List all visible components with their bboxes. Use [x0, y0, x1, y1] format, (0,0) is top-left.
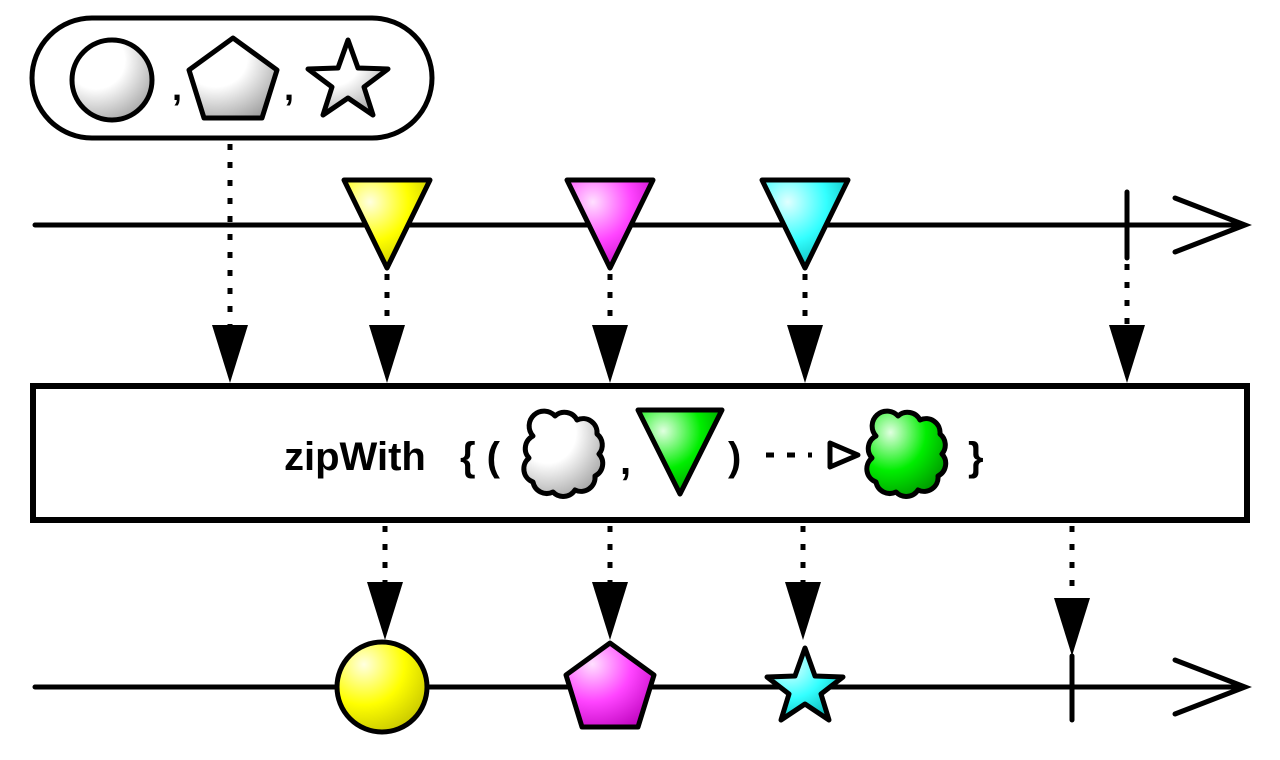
cloud-green-icon [867, 411, 946, 496]
input-arrows [212, 144, 1145, 383]
pentagon-shape-icon [186, 35, 280, 121]
result-item-yellow-circle [334, 639, 430, 735]
circle-shape-icon [69, 37, 155, 123]
source-item-pink-triangle [564, 177, 656, 271]
arrowhead-icon [1172, 195, 1252, 255]
output-arrows [367, 526, 1090, 656]
operator-comma: , [620, 439, 631, 483]
open-arrowhead-icon [827, 440, 861, 470]
source-item-cyan-triangle [759, 177, 851, 271]
separator-comma: , [172, 67, 182, 108]
green-triangle-icon [635, 407, 725, 497]
operator-name: zipWith [284, 435, 426, 479]
source-item-yellow-triangle [341, 177, 433, 271]
operator-close-brace: } [968, 435, 984, 479]
result-item-cyan-star [764, 645, 846, 723]
cloud-white-icon [524, 411, 603, 496]
star-shape-icon [305, 37, 391, 118]
separator-comma: , [284, 67, 294, 108]
iterable-pill: , , [29, 15, 435, 141]
operator-close-paren: ) [728, 435, 741, 479]
result-item-pink-pentagon [563, 640, 657, 730]
operator-box: zipWith { ( , ) } [30, 383, 1250, 523]
operator-open: { ( [460, 435, 501, 479]
source-timeline [32, 177, 1252, 271]
arrowhead-icon [1172, 657, 1252, 717]
result-timeline [32, 639, 1252, 735]
